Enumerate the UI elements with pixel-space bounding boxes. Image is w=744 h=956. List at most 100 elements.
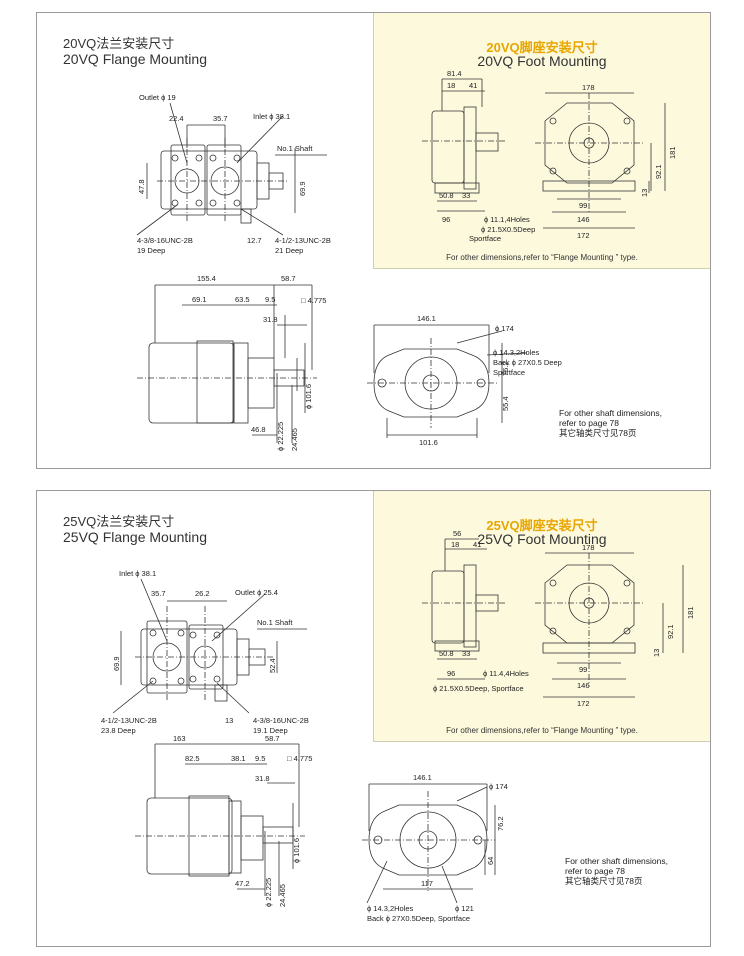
label-56: 56: [453, 529, 461, 538]
label-35-7: 35.7: [151, 589, 166, 598]
end-view: [362, 783, 496, 904]
label-146-1: 146.1: [413, 773, 432, 782]
foot-title-cn: 25VQ脚座安装尺寸: [486, 518, 598, 533]
foot-title-en: 20VQ Foot Mounting: [477, 53, 607, 69]
side-view: [137, 284, 317, 443]
flange-front-view: [136, 102, 327, 236]
label-52-4: 52.4: [268, 658, 277, 673]
label-81-4: 81.4: [447, 69, 462, 78]
label-47-8: 47.8: [137, 179, 146, 194]
panel-20vq: 20VQ脚座安装尺寸 20VQ Foot Mounting For other …: [36, 12, 711, 469]
label-9-5: 9.5: [265, 295, 275, 304]
label-92-1: 92.1: [654, 164, 663, 179]
flange-title-cn: 20VQ法兰安装尺寸: [63, 36, 175, 51]
label-19-1-deep: 19.1 Deep: [253, 726, 288, 735]
label-holes-foot: ϕ 11.4,4Holes: [483, 669, 529, 678]
label-31-8: 31.8: [255, 774, 270, 783]
label-117: 117: [421, 879, 433, 888]
other-shaft-note: For other shaft dimensions, refer to pag…: [559, 408, 662, 438]
foot-mounting-box: 20VQ脚座安装尺寸 20VQ Foot Mounting For other …: [373, 13, 710, 269]
label-99: 99: [579, 201, 587, 210]
label-163: 163: [173, 734, 186, 743]
label-31-8: 31.8: [263, 315, 278, 324]
label-33: 33: [462, 191, 470, 200]
label-178: 178: [582, 543, 595, 552]
label-sportface-foot: Sportface: [469, 234, 501, 243]
label-24-465: 24.465: [278, 884, 287, 907]
label-35-7: 35.7: [213, 114, 228, 123]
label-13: 13: [652, 649, 661, 657]
label-146: 146: [577, 681, 590, 690]
foot-note: For other dimensions,refer to “Flange Mo…: [446, 726, 638, 735]
label-178: 178: [582, 83, 595, 92]
label-146: 146: [577, 215, 590, 224]
label-101-6: ϕ 101.6: [292, 838, 301, 863]
label-9-5: 9.5: [255, 754, 265, 763]
label-26-2: 26.2: [195, 589, 210, 598]
label-sportface: Sportface: [493, 368, 525, 377]
label-21-deep: 21 Deep: [275, 246, 303, 255]
label-76-2: 76.2: [496, 816, 505, 831]
label-outlet: Outlet ϕ 25.4: [235, 588, 278, 597]
label-shaft: No.1 Shaft: [257, 618, 293, 627]
label-41: 41: [469, 81, 477, 90]
other-shaft-line1: For other shaft dimensions,: [565, 856, 668, 866]
flange-title-en: 25VQ Flange Mounting: [63, 529, 207, 545]
label-outlet: Outlet ϕ 19: [139, 93, 176, 102]
flange-title-cn: 25VQ法兰安装尺寸: [63, 514, 175, 529]
label-47-2: 47.2: [235, 879, 250, 888]
label-24-465: 24.465: [290, 428, 299, 451]
side-view: [135, 743, 305, 896]
other-shaft-line2: refer to page 78: [565, 866, 626, 876]
label-inlet: Inlet ϕ 38.1: [253, 112, 290, 121]
foot-view: [422, 538, 684, 698]
label-58-7: 58.7: [281, 274, 296, 283]
other-shaft-note: For other shaft dimensions, refer to pag…: [565, 856, 668, 886]
label-unc-12: 4-1/2-13UNC-2B: [275, 236, 331, 245]
label-18: 18: [451, 540, 459, 549]
label-18: 18: [447, 81, 455, 90]
label-phi-174: ϕ 174: [495, 324, 514, 333]
label-key: □ 4.775: [287, 754, 312, 763]
label-13: 13: [640, 189, 649, 197]
label-181: 181: [686, 606, 695, 619]
flange-title-en: 20VQ Flange Mounting: [63, 51, 207, 67]
label-22-225: ϕ 22.225: [264, 878, 273, 907]
label-22-4: 22.4: [169, 114, 184, 123]
label-33: 33: [462, 649, 470, 658]
label-unc-38: 4-3/8-16UNC-2B: [137, 236, 193, 245]
label-55-4: 55.4: [501, 396, 510, 411]
label-12-7: 12.7: [247, 236, 262, 245]
label-64: 64: [486, 857, 495, 865]
label-13: 13: [225, 716, 233, 725]
label-back: Back ϕ 27X0.5 Deep: [493, 358, 562, 367]
label-172: 172: [577, 231, 590, 240]
label-phi-174: ϕ 174: [489, 782, 508, 791]
label-unc-12: 4-1/2-13UNC-2B: [101, 716, 157, 725]
label-50-8: 50.8: [439, 649, 454, 658]
label-unc-38: 4-3/8-16UNC-2B: [253, 716, 309, 725]
label-41: 41: [473, 540, 481, 549]
foot-note: For other dimensions,refer to “Flange Mo…: [446, 253, 638, 262]
label-holes-foot: ϕ 11.1,4Holes: [484, 215, 530, 224]
flange-front-view: [112, 578, 307, 714]
label-phi-121: ϕ 121: [455, 904, 474, 913]
label-69-9: 69.9: [298, 181, 307, 196]
label-50-8: 50.8: [439, 191, 454, 200]
label-deep-foot: ϕ 21.5X0.5Deep, Sportface: [433, 684, 524, 693]
label-181: 181: [668, 146, 677, 159]
label-46-8: 46.8: [251, 425, 266, 434]
foot-title-en: 25VQ Foot Mounting: [477, 531, 607, 547]
foot-mounting-box: 25VQ脚座安装尺寸 25VQ Foot Mounting For other …: [373, 491, 710, 742]
label-23-8-deep: 23.8 Deep: [101, 726, 136, 735]
label-19-deep: 19 Deep: [137, 246, 165, 255]
label-101-6: ϕ 101.6: [304, 384, 313, 409]
foot-title-cn: 20VQ脚座安装尺寸: [486, 40, 598, 55]
label-101-6-end: 101.6: [419, 438, 438, 447]
panel-25vq: 25VQ脚座安装尺寸 25VQ Foot Mounting For other …: [36, 490, 711, 947]
label-back: Back ϕ 27X0.5Deep, Sportface: [367, 914, 470, 923]
other-shaft-line2: refer to page 78: [559, 418, 620, 428]
label-69-9: 69.9: [112, 656, 121, 671]
label-155-4: 155.4: [197, 274, 216, 283]
label-holes: ϕ 14.3,2Holes: [493, 348, 540, 357]
